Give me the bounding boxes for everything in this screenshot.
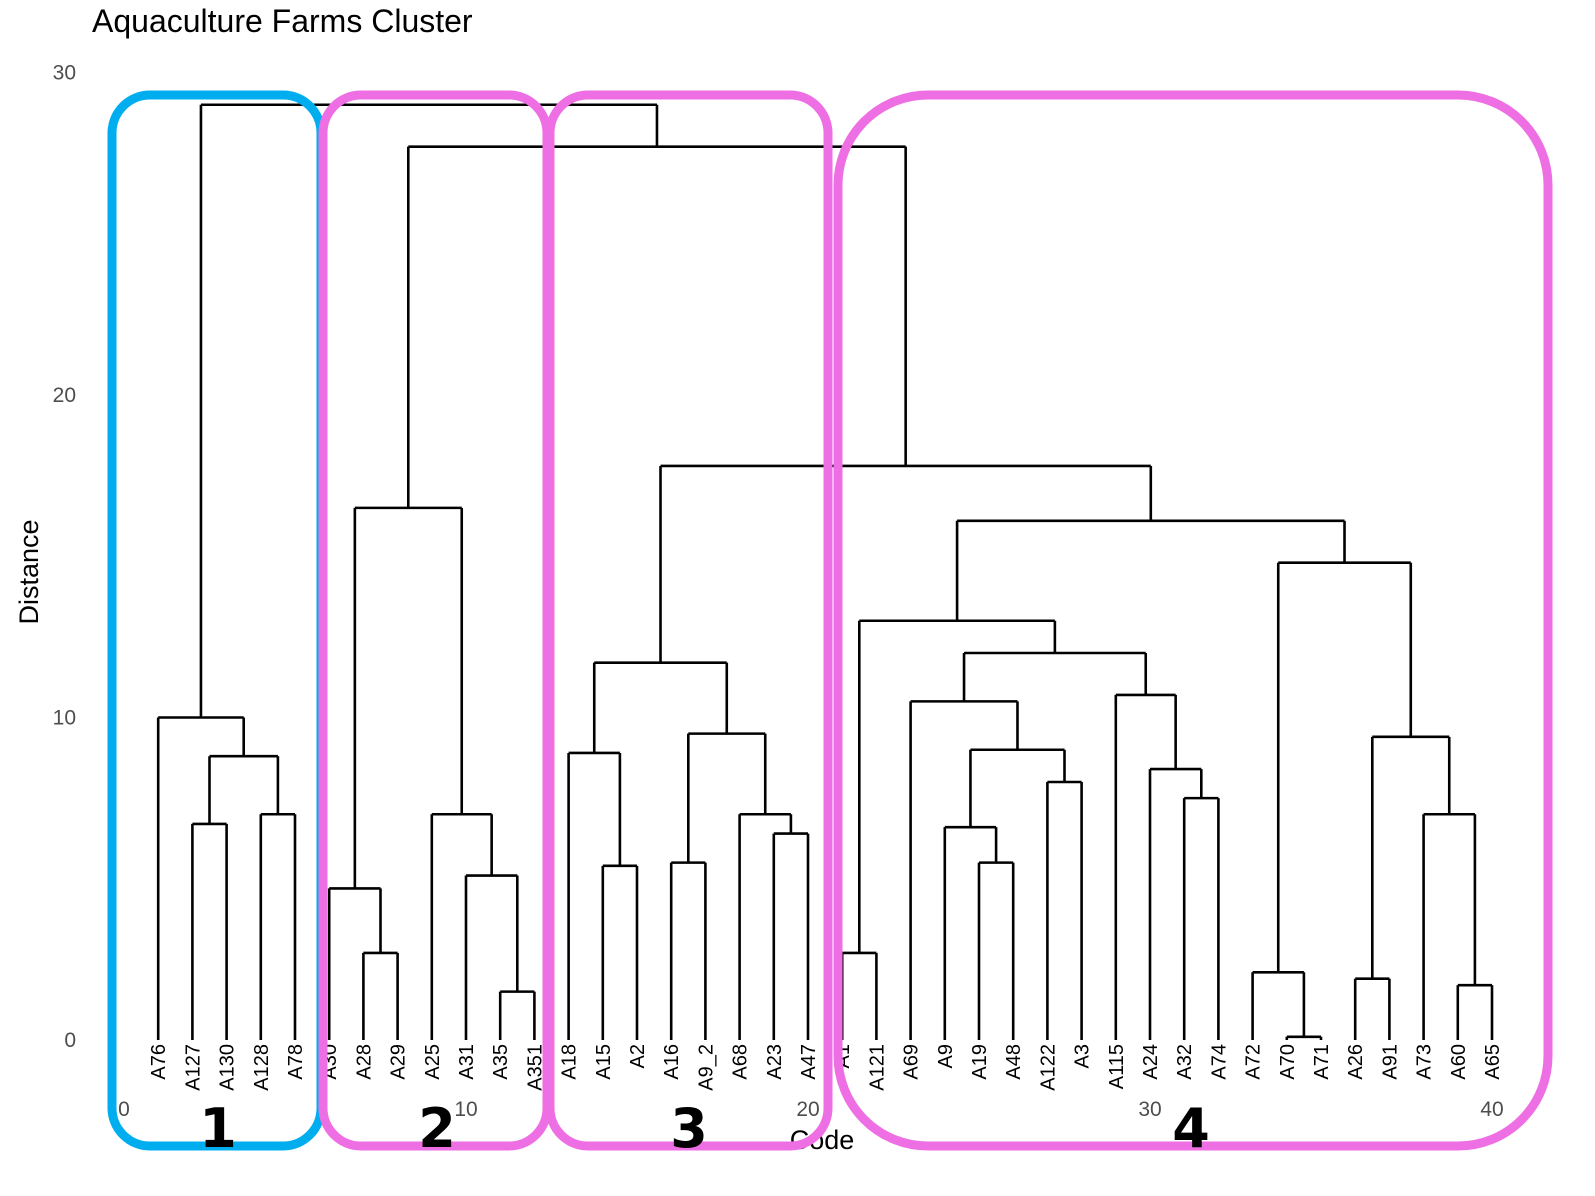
leaf-label: A26 [1345,1044,1367,1080]
leaf-label: A351 [524,1044,546,1091]
x-tick-label: 0 [118,1098,130,1121]
leaf-label: A65 [1482,1044,1504,1080]
leaf-label: A9_2 [695,1044,717,1091]
leaf-label: A72 [1243,1044,1265,1080]
leaf-label: A29 [388,1044,410,1080]
y-axis-ticks: 0 10 20 30 [53,62,76,1053]
cluster-number: 2 [418,1097,456,1160]
y-tick-label: 0 [64,1029,76,1052]
leaf-label: A31 [456,1044,478,1080]
leaf-label: A74 [1208,1044,1230,1080]
leaf-label: A121 [866,1044,888,1091]
leaf-label: A91 [1379,1044,1401,1080]
x-tick-label: 40 [1480,1098,1503,1121]
leaf-label: A48 [1003,1044,1025,1080]
leaf-label: A15 [593,1044,615,1080]
leaf-label: A9 [935,1044,957,1068]
y-tick-label: 20 [53,384,76,407]
leaf-label: A127 [182,1044,204,1091]
leaf-label: A130 [217,1044,239,1091]
leaf-label: A3 [1072,1044,1094,1068]
leaf-label: A2 [627,1044,649,1068]
x-tick-label: 20 [796,1098,819,1121]
leaf-label: A25 [422,1044,444,1080]
leaf-label: A16 [661,1044,683,1080]
leaf-label: A122 [1037,1044,1059,1091]
cluster-box [833,90,1553,1151]
leaf-label: A23 [764,1044,786,1080]
cluster-number: 3 [670,1097,708,1160]
y-tick-label: 10 [53,707,76,730]
cluster-box [318,90,552,1151]
x-axis-ticks: 0 10 20 30 40 [118,1098,1504,1121]
leaf-label: A32 [1174,1044,1196,1080]
leaf-label: A35 [490,1044,512,1080]
leaf-label: A68 [730,1044,752,1080]
y-tick-label: 30 [53,62,76,85]
leaf-label: A24 [1140,1044,1162,1080]
leaf-label: A18 [559,1044,581,1080]
leaf-label: A115 [1106,1044,1128,1089]
cluster-box [107,90,326,1151]
x-tick-label: 30 [1138,1098,1161,1121]
leaf-label: A73 [1414,1044,1436,1080]
leaf-label: A19 [969,1044,991,1080]
cluster-boxes: 1 2 3 4 [107,90,1553,1160]
y-axis-label: Distance [14,519,44,624]
leaf-label: A69 [901,1044,923,1080]
leaf-label: A128 [251,1044,273,1091]
leaf-label: A71 [1311,1044,1333,1080]
cluster-number: 1 [199,1097,237,1160]
cluster-number: 4 [1172,1097,1210,1160]
leaf-label: A47 [798,1044,820,1080]
leaf-label: A28 [353,1044,375,1080]
cluster-box [545,90,833,1151]
leaf-label: A60 [1448,1044,1470,1080]
chart-title: Aquaculture Farms Cluster [92,3,473,39]
leaf-label: A70 [1277,1044,1299,1080]
x-tick-label: 10 [454,1098,477,1121]
leaf-label: A78 [285,1044,307,1080]
leaf-label: A76 [148,1044,170,1080]
dendrogram-tree [156,103,1494,1040]
